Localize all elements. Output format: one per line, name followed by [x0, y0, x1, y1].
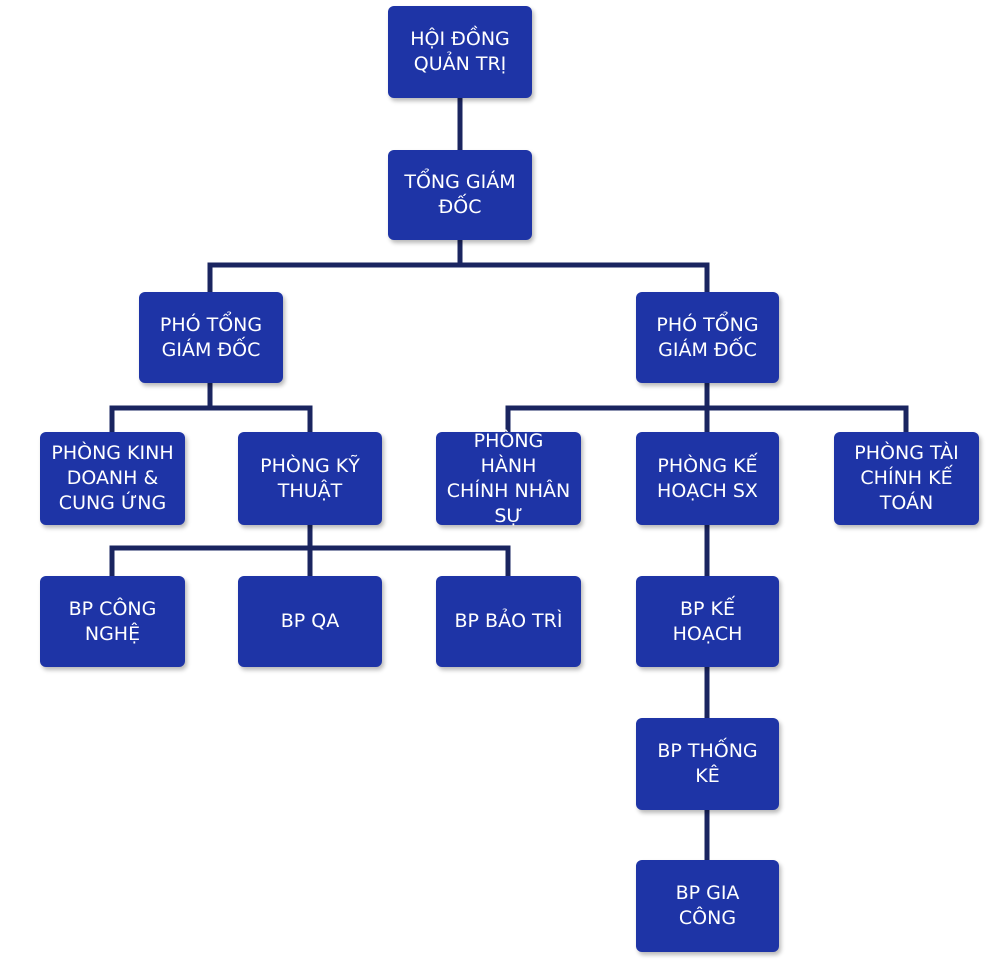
box-label: BP KẾ HOẠCH [672, 597, 743, 645]
box-label: HỘI ĐỒNG QUẢN TRỊ [410, 28, 510, 75]
box-label: PHÓ TỔNG GIÁM ĐỐC [656, 313, 759, 361]
box-label: PHÓ TỔNG GIÁM ĐỐC [159, 313, 263, 361]
production-planning-department-box: PHÒNG KẾ HOẠCH SX [636, 432, 779, 525]
bp-statistics-box: BP THỐNG KÊ [636, 718, 779, 810]
box-label: PHÒNG KẾ HOẠCH SX [657, 454, 758, 502]
box-label: BP THỐNG KÊ [657, 740, 758, 787]
box-label: BP GIA CÔNG [675, 882, 740, 929]
box-label: PHÒNG KINH DOANH & CUNG ỨNG [51, 442, 174, 514]
board-of-directors-box: HỘI ĐỒNG QUẢN TRỊ [388, 6, 532, 98]
box-label: BP BẢO TRÌ [454, 610, 563, 632]
sales-supply-department-box: PHÒNG KINH DOANH & CUNG ỨNG [40, 432, 185, 525]
deputy-ceo-left-box: PHÓ TỔNG GIÁM ĐỐC [139, 292, 283, 383]
bp-qa-box: BP QA [238, 576, 382, 667]
technical-department-box: PHÒNG KỸ THUẬT [238, 432, 382, 525]
hr-admin-department-box: PHÒNG HÀNH CHÍNH NHÂN SỰ [436, 430, 581, 527]
finance-accounting-department-box: PHÒNG TÀI CHÍNH KẾ TOÁN [834, 432, 979, 525]
box-label: BP QA [280, 610, 340, 632]
ceo-box: TỔNG GIÁM ĐỐC [388, 150, 532, 240]
box-label: BP CÔNG NGHỆ [68, 597, 157, 645]
box-label: TỔNG GIÁM ĐỐC [404, 171, 516, 218]
bp-maintenance-box: BP BẢO TRÌ [436, 576, 581, 667]
bp-planning-box: BP KẾ HOẠCH [636, 576, 779, 667]
box-label: PHÒNG KỸ THUẬT [260, 454, 360, 502]
bp-technology-box: BP CÔNG NGHỆ [40, 576, 185, 667]
deputy-ceo-right-box: PHÓ TỔNG GIÁM ĐỐC [636, 292, 779, 383]
box-label: PHÒNG HÀNH CHÍNH NHÂN SỰ [446, 429, 571, 527]
box-label: PHÒNG TÀI CHÍNH KẾ TOÁN [854, 442, 959, 514]
bp-processing-box: BP GIA CÔNG [636, 860, 779, 952]
